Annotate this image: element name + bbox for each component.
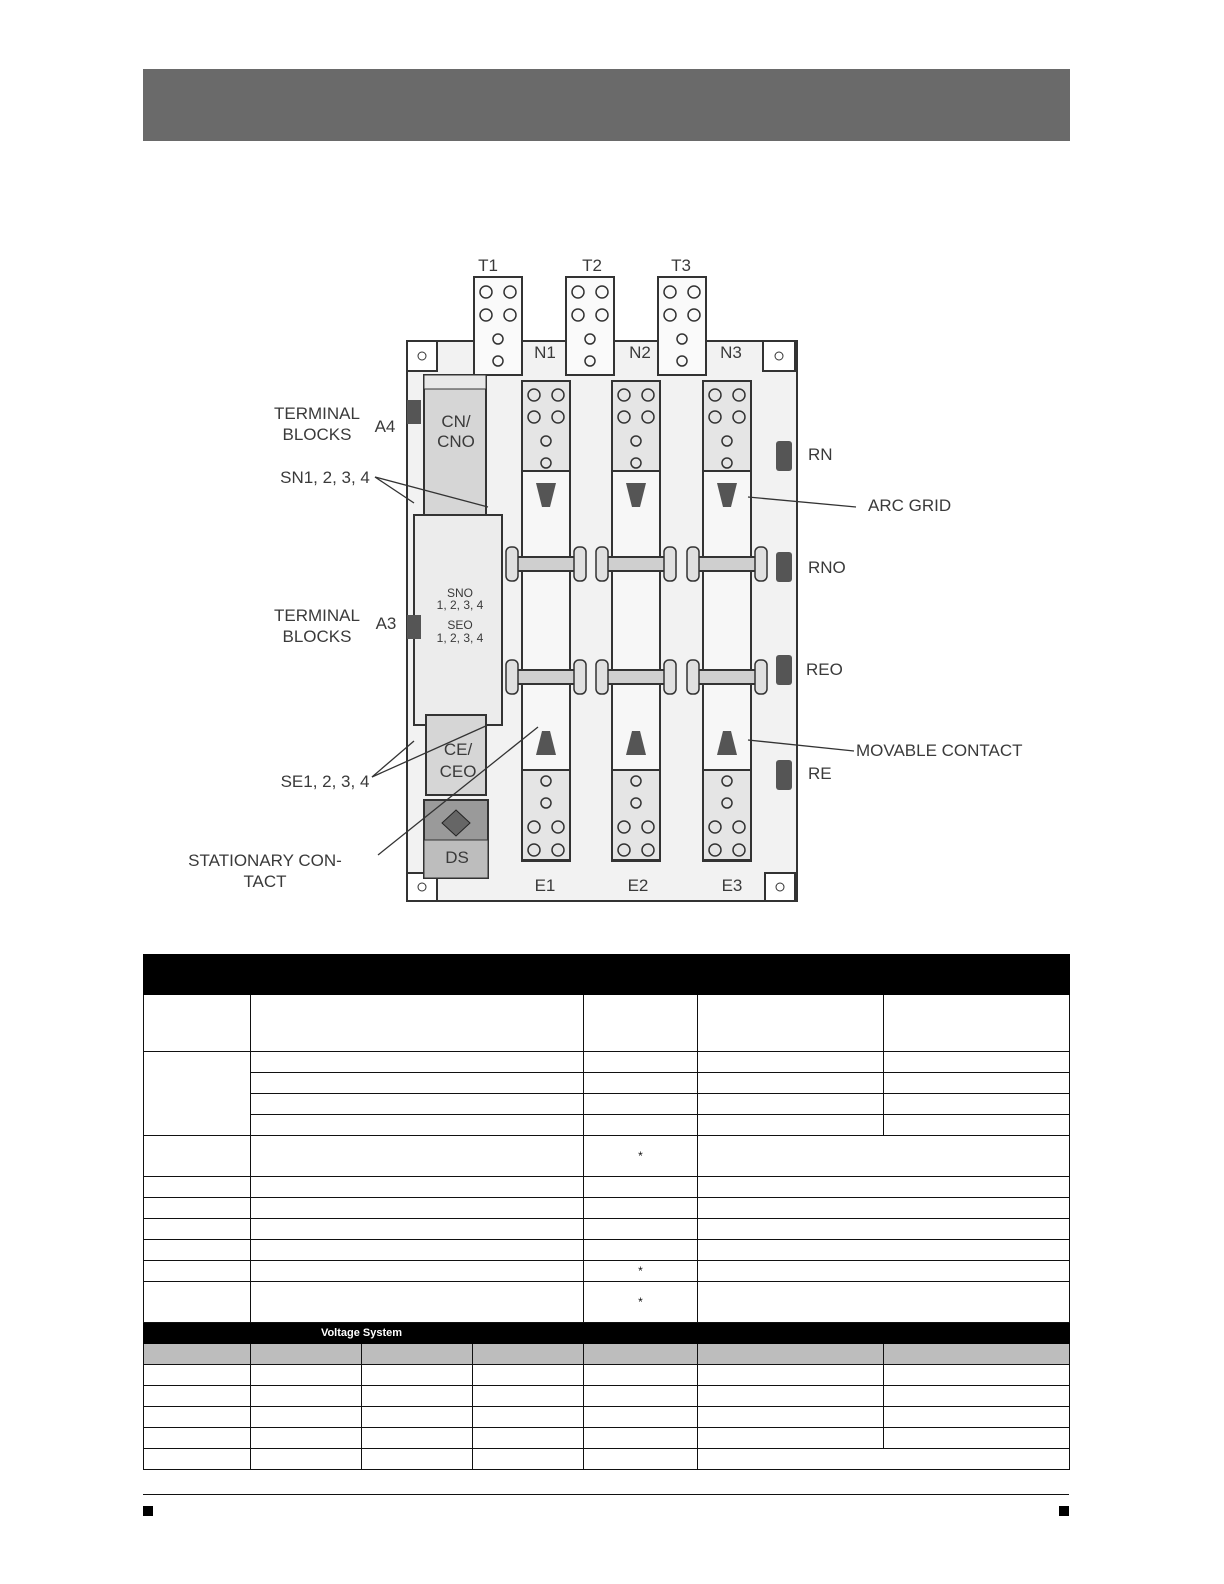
label-n3: N3 xyxy=(720,343,742,362)
footer-marker-left xyxy=(143,1506,153,1516)
label-stationary-2: TACT xyxy=(243,872,286,891)
label-stationary-1: STATIONARY CON- xyxy=(188,851,342,870)
label-a3: A3 xyxy=(376,614,397,633)
label-seo-1: SEO xyxy=(447,618,472,632)
label-ce-2: CEO xyxy=(440,762,477,781)
transfer-switch-diagram: T1 T2 T3 N1 N2 N3 E1 E2 E3 TERMINAL BLOC… xyxy=(170,245,1060,915)
footnote-star-2: * xyxy=(583,1260,698,1282)
label-rn: RN xyxy=(808,445,833,464)
label-sn: SN1, 2, 3, 4 xyxy=(280,468,370,487)
label-cn-2: CNO xyxy=(437,432,475,451)
label-t3: T3 xyxy=(671,256,691,275)
footer-rule xyxy=(143,1494,1069,1495)
label-a4: A4 xyxy=(375,417,396,436)
label-e3: E3 xyxy=(722,876,743,895)
label-ce-1: CE/ xyxy=(444,740,473,759)
footer-marker-right xyxy=(1059,1506,1069,1516)
label-terminal-blocks-a3-1: TERMINAL xyxy=(274,606,360,625)
voltage-system-title: Voltage System xyxy=(250,1322,473,1344)
label-terminal-blocks-a4-2: BLOCKS xyxy=(283,425,352,444)
label-n2: N2 xyxy=(629,343,651,362)
label-sno-1: SNO xyxy=(447,586,473,600)
footnote-star-3: * xyxy=(583,1281,698,1323)
label-reo: REO xyxy=(806,660,843,679)
specification-table: * * * Voltage System xyxy=(143,954,1070,1470)
label-terminal-blocks-a4-1: TERMINAL xyxy=(274,404,360,423)
label-n1: N1 xyxy=(534,343,556,362)
label-t1: T1 xyxy=(478,256,498,275)
label-e2: E2 xyxy=(628,876,649,895)
label-seo-2: 1, 2, 3, 4 xyxy=(437,631,484,645)
label-e1: E1 xyxy=(535,876,556,895)
label-re: RE xyxy=(808,764,832,783)
label-sno-2: 1, 2, 3, 4 xyxy=(437,598,484,612)
label-ds: DS xyxy=(445,848,469,867)
label-se: SE1, 2, 3, 4 xyxy=(281,772,370,791)
label-rno: RNO xyxy=(808,558,846,577)
label-t2: T2 xyxy=(582,256,602,275)
header-band xyxy=(143,69,1070,141)
label-terminal-blocks-a3-2: BLOCKS xyxy=(283,627,352,646)
top-terminal-bars xyxy=(473,276,707,376)
label-arc-grid: ARC GRID xyxy=(868,496,951,515)
label-movable-contact: MOVABLE CONTACT xyxy=(856,741,1023,760)
label-cn-1: CN/ xyxy=(441,412,471,431)
footnote-star-1: * xyxy=(583,1135,698,1177)
